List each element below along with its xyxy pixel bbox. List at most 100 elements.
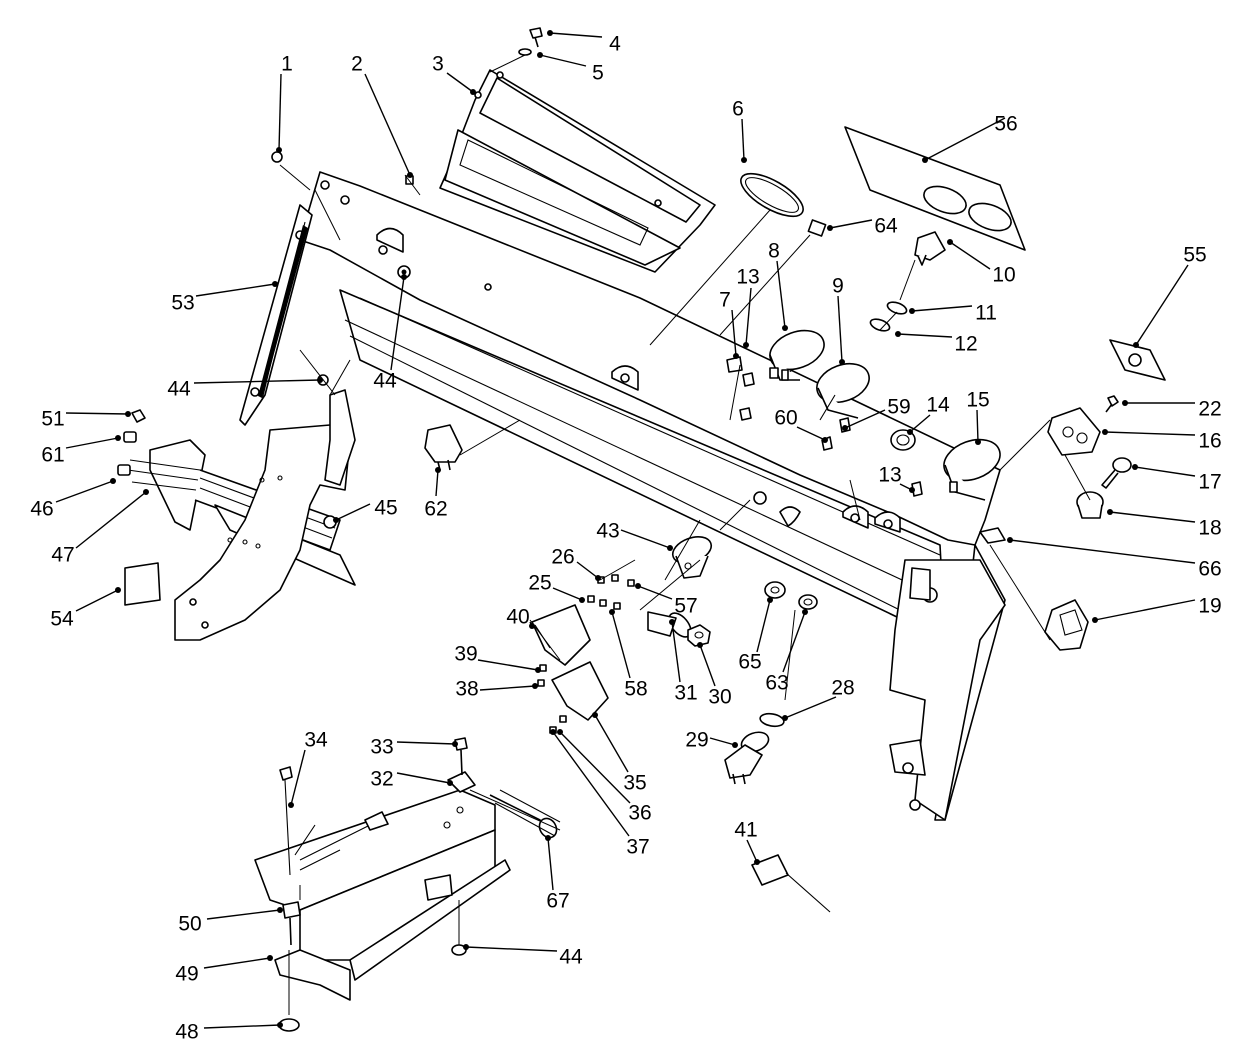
callout-leader-33 [396,741,456,745]
callout-dot-63 [802,609,808,615]
callout-number: 62 [424,498,447,521]
callout-dot-26 [595,575,601,581]
callout-number: 10 [992,264,1015,287]
callout-dot-5 [537,52,543,58]
callout-number: 54 [50,608,74,631]
callout-dot-14 [907,429,913,435]
part-66 [979,527,1006,544]
callout-leader-6 [741,118,745,161]
callout-dot-47 [143,489,149,495]
decal-panel [844,126,1026,251]
callout-dot-36 [557,729,563,735]
connector-43 [671,536,713,579]
callout-leader-38 [479,685,536,691]
callout-dot-38 [532,683,538,689]
callout-dot-58 [609,609,615,615]
callout-dot-44 [317,377,323,383]
callout-dot-44 [401,274,407,280]
callout-dot-60 [822,437,828,443]
switch-62 [424,424,463,471]
callout-leader-57 [637,585,673,600]
callout-number: 44 [559,946,583,969]
callout-number: 18 [1198,517,1221,540]
callout-dot-1 [276,147,282,153]
assembly-lines [279,54,1091,1015]
callout-number: 6 [732,98,744,121]
callout-leader-29 [709,737,736,746]
callout-number: 28 [831,677,854,700]
callout-leader-34 [290,749,306,806]
callout-leader-14 [909,414,931,433]
callout-leader-50 [206,909,281,920]
callout-dot-43 [667,545,673,551]
callout-dot-8 [782,325,788,331]
callout-leader-55 [1135,264,1189,346]
callout-dot-56 [922,157,928,163]
callout-number: 13 [736,266,759,289]
callout-dot-4 [547,30,553,36]
callout-number: 61 [41,444,64,467]
callout-dot-7 [733,353,739,359]
callout-dot-33 [452,741,458,747]
callout-number: 46 [30,498,53,521]
callout-number: 22 [1198,398,1221,421]
callout-number: 43 [596,520,619,543]
callout-dot-49 [267,955,273,961]
callout-dot-39 [535,667,541,673]
callout-leader-44 [465,946,558,952]
callout-dot-40 [529,623,535,629]
callout-leader-39 [477,659,539,671]
washer-28 [759,712,785,728]
callout-leader-36 [559,731,631,804]
callout-leader-1 [278,73,282,151]
callout-number: 33 [370,736,393,759]
callout-leader-58 [611,611,631,679]
switch-10 [914,231,946,266]
dash-panel [299,171,1006,821]
lower-tray [254,789,511,1001]
callout-leader-44 [193,379,321,384]
harness-34 [279,766,389,876]
callout-dot-50 [277,907,283,913]
callout-dot-19 [1092,617,1098,623]
callout-leader-12 [897,333,953,338]
callout-leader-41 [746,839,758,863]
callout-leader-4 [549,32,603,38]
callout-dot-30 [697,642,703,648]
gauge-9 [816,362,870,421]
callout-number: 44 [167,378,191,401]
callout-leader-26 [576,561,599,579]
callout-number: 8 [768,240,780,263]
callout-leader-61 [65,437,119,449]
mounting-plate [174,424,351,641]
callout-leader-5 [539,54,587,67]
callout-number: 12 [954,333,977,356]
key-17 [1101,457,1132,489]
bezel-14 [890,429,916,451]
callout-number: 7 [719,289,731,312]
callout-leader-28 [784,696,837,719]
part-64 [807,219,827,237]
callout-leader-66 [1009,539,1196,564]
callout-number: 16 [1198,430,1221,453]
callout-number: 57 [674,595,697,618]
callout-number: 55 [1183,244,1206,267]
callout-dot-35 [592,712,598,718]
callout-dot-48 [277,1022,283,1028]
callout-dot-2 [407,172,413,178]
bracket-35 [551,661,609,721]
callout-number: 11 [975,302,997,325]
callout-number: 15 [966,389,989,412]
switch-29 [724,731,770,785]
cable-67 [489,789,561,839]
callout-number: 37 [626,836,649,859]
callout-dot-55 [1133,342,1139,348]
callout-dot-53 [272,281,278,287]
callout-leader-10 [949,241,991,270]
callout-leader-56 [924,117,1006,161]
callout-dot-41 [754,859,760,865]
callout-dot-16 [1102,429,1108,435]
left-side-plate [239,204,313,426]
callout-number: 47 [51,544,74,567]
